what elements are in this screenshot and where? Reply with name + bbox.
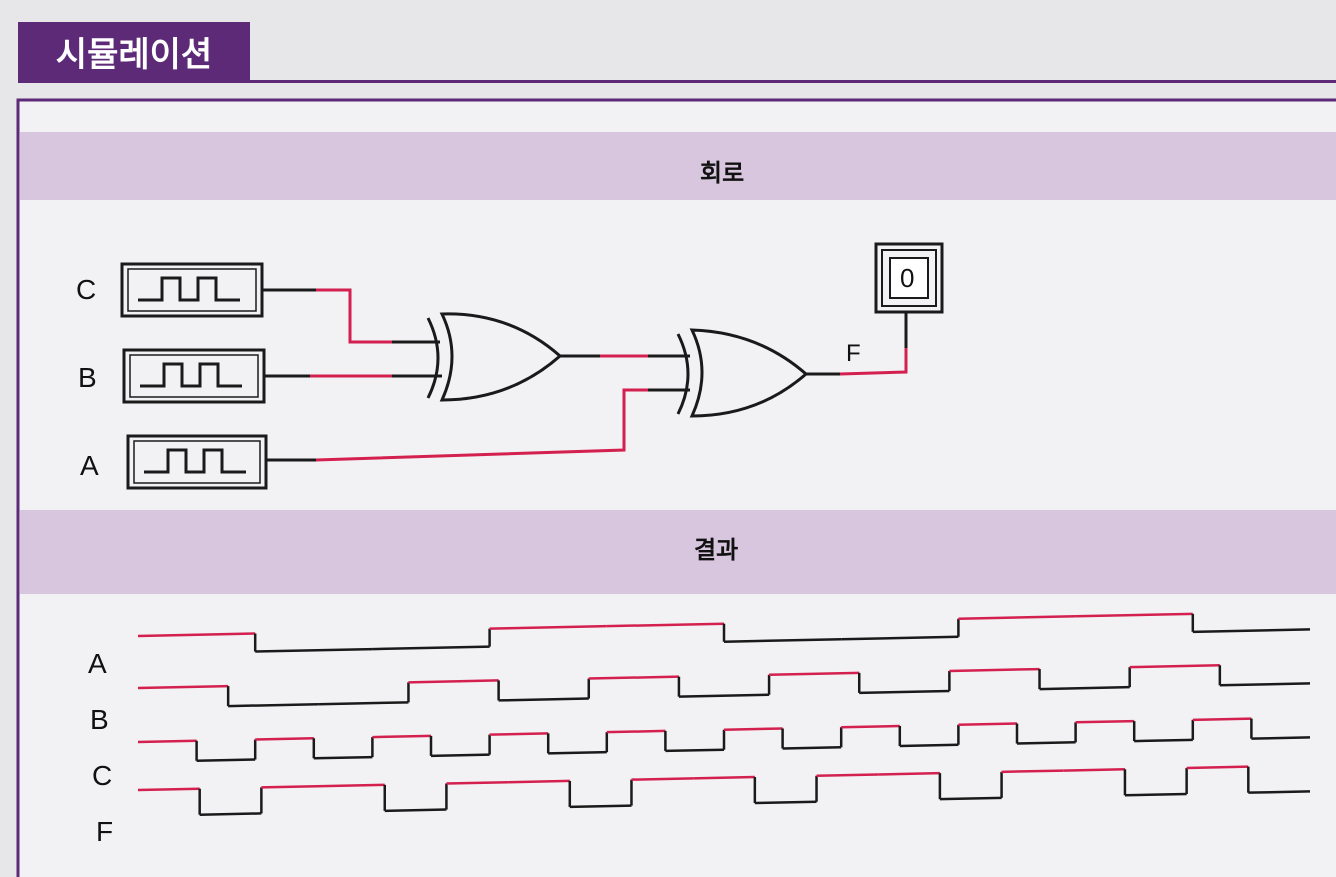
- wave-label-f: F: [96, 816, 114, 847]
- wave-label-a: A: [88, 648, 107, 679]
- wave-segment-c: [899, 743, 959, 748]
- wave-segment-c: [1075, 719, 1135, 724]
- wave-segment-f: [1063, 768, 1125, 772]
- wave-segment-a: [1075, 612, 1193, 618]
- wave-segment-a: [255, 647, 373, 653]
- wave-segment-c: [1192, 717, 1252, 722]
- wave-segment-c: [606, 729, 666, 734]
- wave-segment-b: [769, 671, 860, 676]
- output-label-f: F: [846, 340, 861, 367]
- wave-segment-b: [228, 702, 319, 708]
- wave-segment-f: [693, 775, 755, 780]
- input-label-a: A: [80, 450, 99, 481]
- result-section-title: 결과: [694, 536, 739, 564]
- wave-segment-b: [1039, 685, 1130, 691]
- wave-segment-c: [841, 724, 900, 729]
- wave-segment-a: [606, 622, 725, 628]
- wave-segment-a: [958, 615, 1076, 621]
- wave-segment-c: [313, 755, 373, 760]
- title-underline: [18, 80, 1336, 83]
- wave-segment-f: [1124, 792, 1187, 797]
- wave-segment-f: [939, 796, 1002, 801]
- wave-segment-b: [588, 675, 679, 680]
- wave-segment-b: [1129, 664, 1220, 669]
- wave-segment-f: [1248, 790, 1311, 794]
- wave-segment-f: [1186, 765, 1249, 770]
- wave-segment-b: [408, 679, 499, 684]
- circuit-section-title: 회로: [700, 159, 745, 187]
- wave-segment-f: [446, 780, 509, 785]
- wave-segment-a: [841, 635, 959, 641]
- result-band: [20, 510, 1336, 594]
- wave-label-c: C: [92, 760, 113, 791]
- wave-segment-f: [384, 808, 447, 813]
- wave-segment-b: [498, 697, 589, 702]
- wave-segment-f: [199, 812, 262, 816]
- xor-gate-1: [426, 312, 563, 402]
- wave-segment-f: [508, 779, 570, 784]
- wave-segment-b: [137, 684, 229, 690]
- wave-segment-b: [678, 693, 770, 698]
- wave-segment-f: [323, 783, 385, 788]
- wave-segment-f: [261, 784, 324, 789]
- wave-segment-c: [255, 737, 314, 741]
- wave-segment-c: [548, 750, 607, 755]
- input-label-b: B: [78, 362, 97, 393]
- output-display: [874, 242, 944, 314]
- clock-input-a: [126, 434, 268, 490]
- wave-segment-b: [859, 689, 950, 695]
- wave-segment-c: [1134, 738, 1193, 743]
- wave-segment-b: [318, 701, 409, 706]
- wave-segment-a: [489, 624, 607, 630]
- circuit-band: [20, 132, 1336, 200]
- wave-segment-f: [1001, 769, 1064, 774]
- wave-segment-a: [723, 637, 842, 643]
- wave-label-b: B: [90, 704, 109, 735]
- wave-segment-c: [430, 753, 490, 758]
- circuit-wires: [262, 288, 908, 462]
- wave-segment-f: [816, 773, 879, 778]
- input-label-c: C: [76, 274, 97, 305]
- wave-segment-c: [665, 748, 725, 753]
- wave-segment-c: [196, 758, 256, 763]
- wave-segment-c: [1251, 736, 1311, 740]
- wave-segment-b: [949, 667, 1040, 673]
- wave-segment-c: [489, 732, 549, 736]
- xor-gate-2: [676, 328, 809, 418]
- waveform-plot: [137, 612, 1311, 816]
- wave-segment-c: [1016, 741, 1076, 745]
- wave-segment-f: [631, 777, 694, 781]
- wave-segment-c: [723, 727, 783, 731]
- output-value: 0: [900, 263, 915, 293]
- wave-segment-c: [782, 745, 842, 750]
- wave-segment-a: [372, 645, 490, 651]
- wave-segment-f: [754, 800, 817, 805]
- wave-segment-f: [569, 804, 632, 809]
- wave-segment-f: [878, 771, 940, 776]
- wave-segment-c: [372, 734, 432, 739]
- wave-segment-c: [137, 739, 197, 744]
- wave-segment-f: [137, 787, 200, 792]
- wave-segment-c: [958, 722, 1018, 727]
- wave-segment-b: [1219, 682, 1311, 687]
- page-title: 시뮬레이션: [18, 22, 250, 80]
- wave-segment-a: [1192, 628, 1311, 634]
- wave-segment-a: [137, 632, 256, 638]
